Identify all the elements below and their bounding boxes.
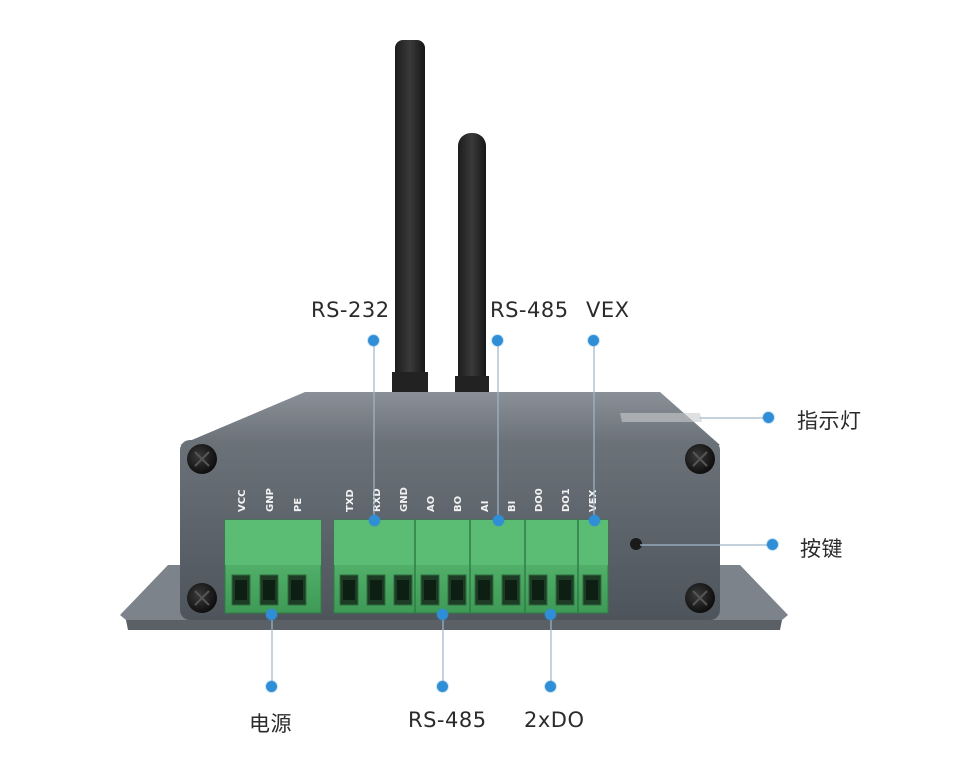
callout-dot-do bbox=[545, 681, 556, 692]
pin-label-ai: AI bbox=[480, 501, 491, 512]
pin-dot-power bbox=[266, 609, 277, 620]
label-rs485-top: RS-485 bbox=[490, 298, 569, 322]
label-power: 电源 bbox=[249, 712, 292, 736]
pin-dot-rs485 bbox=[437, 609, 448, 620]
pin-label-gnd: GND bbox=[399, 487, 410, 512]
callout-dot-indicator bbox=[763, 412, 774, 423]
callout-dot-power bbox=[266, 681, 277, 692]
callout-dot-rs485-top bbox=[492, 335, 503, 346]
pin-label-gnp: GNP bbox=[265, 488, 276, 512]
pin-label-txd: TXD bbox=[345, 489, 356, 512]
pin-dot-do bbox=[545, 609, 556, 620]
pin-label-vcc: VCC bbox=[237, 490, 248, 512]
pin-label-do1: DO1 bbox=[561, 488, 572, 512]
terminal-holes bbox=[231, 574, 602, 606]
pin-dot-ai bbox=[493, 515, 504, 526]
pin-label-ao: AO bbox=[426, 496, 437, 512]
reset-button-hole bbox=[630, 538, 642, 550]
label-do: 2xDO bbox=[524, 708, 585, 732]
antenna-left bbox=[392, 40, 428, 400]
pin-label-bi: BI bbox=[507, 501, 518, 512]
callout-dot-button bbox=[767, 539, 778, 550]
pin-dot-txd bbox=[369, 515, 380, 526]
pin-label-rxd: RXD bbox=[372, 488, 383, 512]
enclosure-top bbox=[180, 392, 720, 445]
callout-dot-rs485-bottom bbox=[437, 681, 448, 692]
label-rs232: RS-232 bbox=[311, 298, 390, 322]
pin-label-bo: BO bbox=[453, 496, 464, 512]
label-rs485-bottom: RS-485 bbox=[408, 708, 487, 732]
label-button: 按键 bbox=[800, 537, 843, 561]
antenna-right bbox=[455, 133, 489, 398]
leader-lines bbox=[271, 346, 770, 686]
pin-label-pe: PE bbox=[293, 498, 304, 512]
pin-dot-vex bbox=[589, 515, 600, 526]
label-vex: VEX bbox=[586, 298, 630, 322]
callout-dot-rs232 bbox=[368, 335, 379, 346]
callout-dot-vex bbox=[588, 335, 599, 346]
screws bbox=[187, 444, 715, 613]
pin-label-do0: DO0 bbox=[534, 488, 545, 512]
label-indicator: 指示灯 bbox=[797, 409, 862, 433]
